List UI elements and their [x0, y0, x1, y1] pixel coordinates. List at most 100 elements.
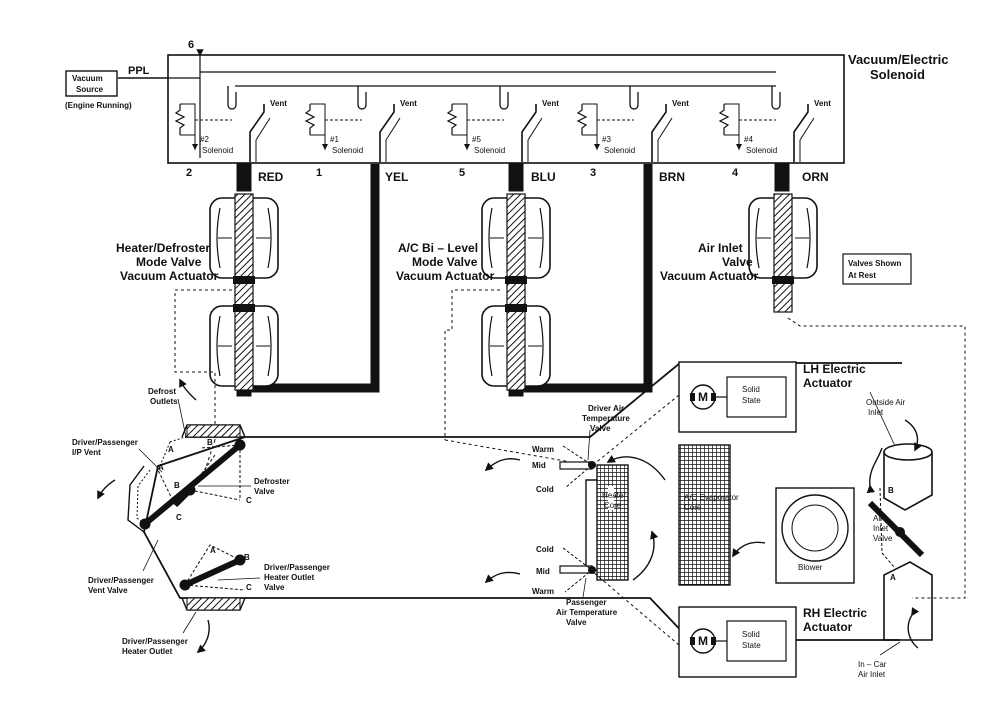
heater-core-label-1: Heater	[602, 491, 626, 500]
solenoid-tag: #1	[330, 135, 339, 144]
outside-air-2: Inlet	[868, 408, 884, 417]
ac-bilevel-actuator	[481, 193, 551, 391]
air-inlet-valve-2: Inlet	[873, 524, 889, 533]
solenoid-tag: #4	[744, 135, 753, 144]
mid-bottom: Mid	[536, 567, 550, 576]
ip-vent-1: Driver/Passenger	[72, 438, 138, 447]
inlet-pos-b: B	[888, 486, 894, 495]
feed-label: PPL	[128, 65, 150, 77]
lh-solid-1: Solid	[742, 385, 760, 394]
heater-actuator-label-2: Mode Valve	[136, 255, 202, 269]
air-inlet-valve-1: Air	[873, 514, 883, 523]
vent-label: Vent	[672, 99, 689, 108]
incar-air-1: In – Car	[858, 660, 887, 669]
ac-actuator-label-2: Mode Valve	[412, 255, 478, 269]
blower-icon	[775, 487, 855, 584]
heater-pos-a: A	[210, 546, 216, 555]
solenoid-word: Solenoid	[604, 146, 635, 155]
valves-note: Valves Shown At Rest	[842, 253, 912, 285]
heater-pos-c: C	[246, 583, 252, 592]
terminal-5: 5	[459, 167, 465, 179]
ip-vent-2: I/P Vent	[72, 448, 101, 457]
vacuum-source-line1: Vacuum	[72, 74, 103, 83]
heater-outlet-valve-1: Driver/Passenger	[264, 563, 330, 572]
mid-top: Mid	[532, 461, 546, 470]
hose-brn: BRN	[659, 170, 685, 184]
solenoid-tag: #3	[602, 135, 611, 144]
passenger-temp-valve-3: Valve	[566, 618, 587, 627]
solenoid-word: Solenoid	[202, 146, 233, 155]
air-inlet-actuator	[748, 193, 818, 313]
vent-valve-2: Vent Valve	[88, 586, 128, 595]
lh-title-2: Actuator	[803, 376, 853, 390]
vacuum-source-line2: Source	[76, 85, 104, 94]
heater-core	[596, 464, 629, 581]
rh-title-2: Actuator	[803, 620, 853, 634]
leader-lines	[138, 391, 901, 656]
heater-outlet-2: Heater Outlet	[122, 647, 173, 656]
defrost-outlets-2: Outlets	[150, 397, 178, 406]
mode-doors	[139, 439, 246, 591]
air-inlet-valve-3: Valve	[873, 534, 893, 543]
hose-yel: YEL	[385, 170, 408, 184]
solenoid-tag: #5	[472, 135, 481, 144]
incar-air-2: Air Inlet	[858, 670, 886, 679]
feed-number: 6	[188, 39, 194, 51]
solenoid-block	[118, 49, 845, 164]
vent-valve-1: Driver/Passenger	[88, 576, 154, 585]
hose-red: RED	[258, 170, 284, 184]
lh-title-1: LH Electric	[803, 362, 866, 376]
solenoid-block-title-2: Solenoid	[870, 67, 925, 82]
heater-outlet-valve-2: Heater Outlet	[264, 573, 315, 582]
inlet-pos-a: A	[890, 573, 896, 582]
heater-outlet-valve-3: Valve	[264, 583, 285, 592]
hose-blu: BLU	[531, 170, 556, 184]
rh-motor-label: M	[698, 634, 708, 648]
vent-label: Vent	[814, 99, 831, 108]
lh-electric-actuator	[592, 361, 797, 466]
blower-label: Blower	[798, 563, 823, 572]
heater-actuator-label-3: Vacuum Actuator	[120, 269, 219, 283]
vacuum-source: Vacuum Source (Engine Running)	[65, 70, 132, 110]
heater-core-inlet	[585, 479, 597, 571]
solenoid-tag: #2	[200, 135, 209, 144]
vent-pos-b: B	[174, 481, 180, 490]
inlet-actuator-label-1: Air Inlet	[698, 241, 743, 255]
defrost-pos-c: C	[246, 496, 252, 505]
vent-pos-a: A	[158, 463, 164, 472]
inlet-actuator-label-3: Vacuum Actuator	[660, 269, 759, 283]
defrost-outlets-1: Defrost	[148, 387, 176, 396]
ac-actuator-label-1: A/C Bi – Level	[398, 241, 478, 255]
evaporator-label-1: A/C Evaporator	[684, 493, 739, 502]
airflow-arrows	[97, 378, 922, 654]
terminal-4: 4	[732, 167, 739, 179]
heater-core-label-bg	[608, 486, 614, 510]
solenoid-word: Solenoid	[746, 146, 777, 155]
warm-top: Warm	[532, 445, 554, 454]
heater-pos-b: B	[244, 553, 250, 562]
hose-orn: ORN	[802, 170, 829, 184]
heater-core-label-2: Core	[604, 501, 622, 510]
vacuum-source-note: (Engine Running)	[65, 101, 132, 110]
defroster-valve-1: Defroster	[254, 477, 290, 486]
ac-actuator-label-3: Vacuum Actuator	[396, 269, 495, 283]
lh-motor-label: M	[698, 390, 708, 404]
cold-bottom: Cold	[536, 545, 554, 554]
valves-note-2: At Rest	[848, 271, 876, 280]
evaporator-label-2: Core	[684, 503, 702, 512]
lh-solid-2: State	[742, 396, 761, 405]
driver-temp-valve-1: Driver Air	[588, 404, 624, 413]
passenger-temp-valve-2: Air Temperature	[556, 608, 618, 617]
driver-temp-valve-2: Temperature	[582, 414, 630, 423]
heater-actuator-label-1: Heater/Defroster	[116, 241, 210, 255]
terminal-1: 1	[316, 167, 322, 179]
actuator-linkages	[174, 289, 966, 599]
vent-label: Vent	[400, 99, 417, 108]
inlet-actuator-label-2: Valve	[722, 255, 753, 269]
